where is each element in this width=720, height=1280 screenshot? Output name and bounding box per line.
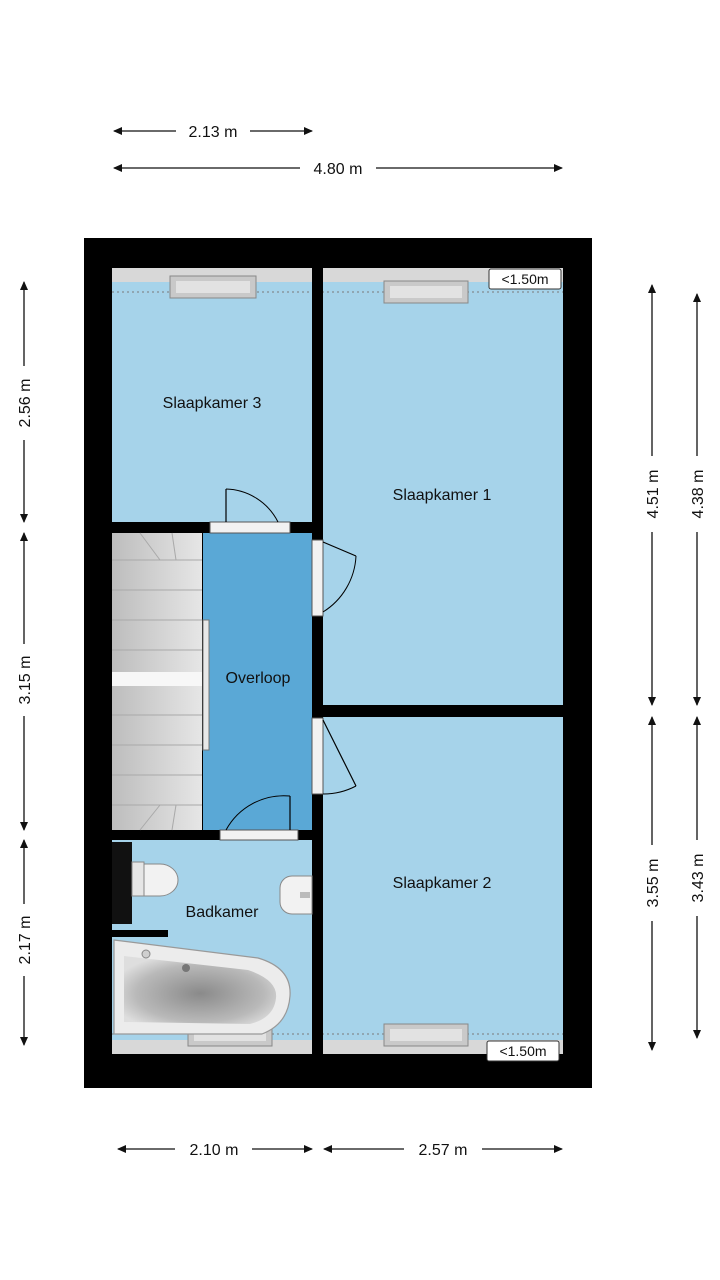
dim-right-outer-upper: 4.38 m (690, 470, 707, 519)
dim-right-outer-lower: 3.43 m (690, 854, 707, 903)
dim-right-inner-lower: 3.55 m (645, 859, 662, 908)
height-tag-bottom: <1.50m (499, 1043, 546, 1059)
door-leaf-bedroom1 (322, 541, 357, 557)
wall-vertical-center (312, 268, 323, 1054)
dim-left-lower: 2.17 m (17, 916, 34, 965)
dim-left-upper: 2.56 m (17, 379, 34, 428)
door-opening-bedroom1 (311, 539, 324, 617)
door-leaf-bedroom2 (322, 719, 357, 787)
door-swing-bedroom1 (322, 555, 357, 613)
dim-left-middle: 3.15 m (17, 656, 34, 705)
room-slaapkamer-1 (323, 282, 563, 705)
door-opening-bedroom2 (311, 717, 324, 795)
room-overloop (203, 533, 312, 830)
label-badkamer: Badkamer (186, 904, 260, 921)
window-bedroom1-sill (390, 286, 462, 298)
bathtub-faucet (141, 949, 151, 959)
height-tag-top: <1.50m (501, 271, 548, 287)
bathtub-drain (182, 964, 190, 972)
room-slaapkamer-2 (323, 717, 563, 1047)
dim-top-short: 2.13 m (189, 124, 238, 141)
height-tag-bottom-box (486, 1040, 560, 1062)
bathtub-basin (124, 956, 277, 1024)
wall-bedroom1-bottom (323, 705, 563, 717)
dim-bottom-right: 2.57 m (419, 1142, 468, 1159)
label-slaapkamer-2: Slaapkamer 2 (393, 875, 492, 892)
staircase (112, 532, 202, 831)
label-slaapkamer-3: Slaapkamer 3 (163, 395, 262, 412)
window-bedroom3-sill (176, 281, 250, 293)
door-swing-bedroom2 (322, 785, 357, 795)
dim-bottom-left: 2.10 m (190, 1142, 239, 1159)
toilet-bowl (143, 863, 179, 897)
door-opening-bedroom3 (209, 521, 291, 534)
toilet-tank (131, 861, 145, 897)
stair-landing-highlight (112, 672, 202, 686)
wall-landing-bottom (112, 830, 312, 840)
label-slaapkamer-1: Slaapkamer 1 (393, 487, 492, 504)
stair-handrail (202, 619, 210, 751)
window-bedroom2-sill (390, 1029, 462, 1041)
wall-bath-stub (112, 930, 168, 937)
dim-top-long: 4.80 m (314, 161, 363, 178)
dim-right-inner-upper: 4.51 m (645, 470, 662, 519)
door-swing-bathroom (225, 795, 291, 831)
toilet-cistern (112, 842, 132, 924)
room-slaapkamer-3 (112, 282, 312, 522)
label-overloop: Overloop (226, 670, 291, 687)
door-opening-bathroom (219, 829, 299, 841)
door-swing-bedroom3 (225, 488, 279, 523)
washbasin-tap (300, 892, 310, 898)
washbasin (279, 875, 313, 915)
height-tag-top-box (488, 268, 562, 290)
